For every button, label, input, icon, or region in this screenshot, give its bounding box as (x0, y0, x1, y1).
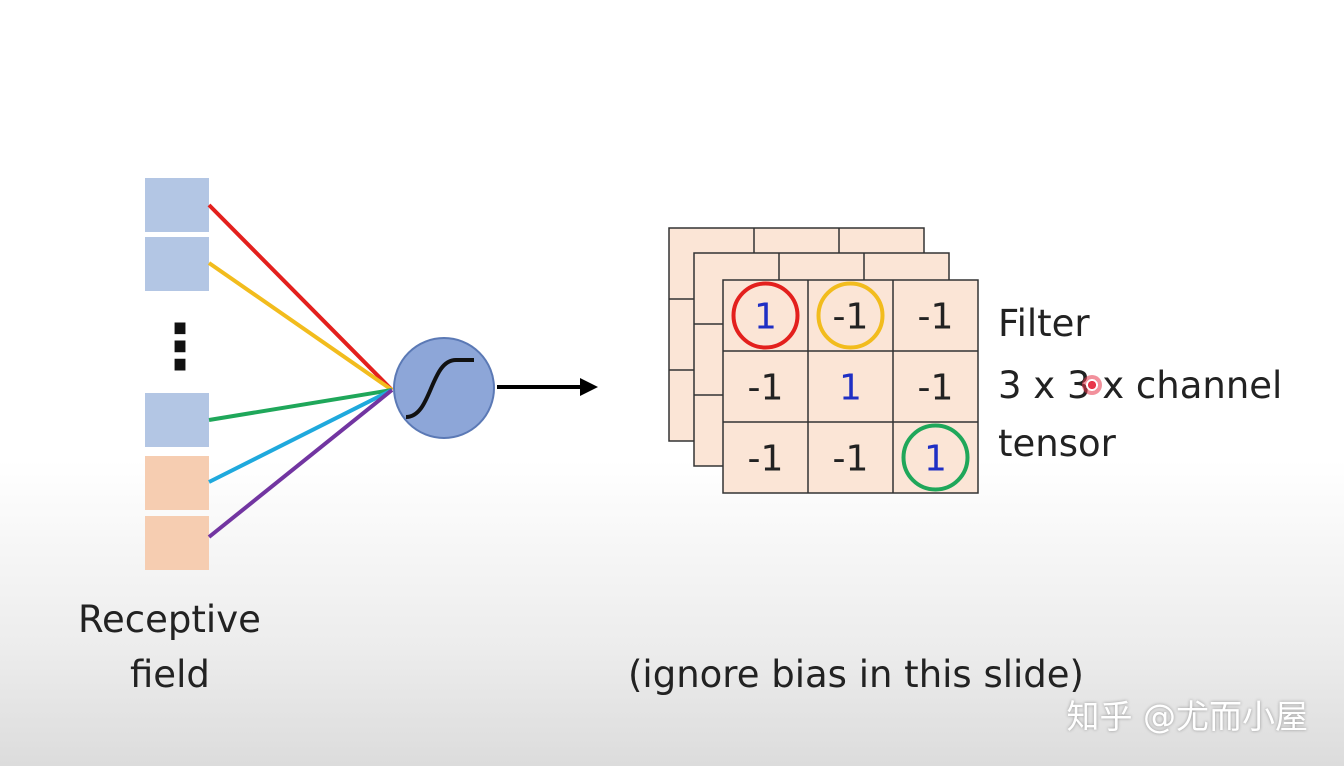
neuron-circle (393, 337, 495, 439)
highlight-circle-1 (731, 281, 800, 350)
filter-cell-r2-c2: 1 (924, 439, 947, 480)
connection-line-4 (208, 388, 393, 484)
bias-note: (ignore bias in this slide) (628, 653, 1084, 696)
filter-cell-r0-c0: 1 (754, 297, 777, 338)
pointer-cursor-icon (1082, 375, 1102, 395)
output-arrow-head (580, 378, 598, 396)
connection-line-3 (208, 388, 393, 422)
neuron-node (393, 337, 495, 439)
filter-cell-r2-c1: -1 (833, 439, 869, 480)
connection-line-5 (207, 388, 394, 539)
filter-channel-front: 1 -1 -1 -1 1 -1 -1 -1 1 (722, 279, 979, 494)
filter-label-line2: 3 x 3 x channel (998, 364, 1283, 407)
filter-label-line1: Filter (998, 302, 1090, 345)
connection-lines (207, 203, 394, 539)
rf-box-blue-1 (145, 178, 209, 232)
connection-line-2 (207, 261, 394, 392)
filter-cell-r0-c2: -1 (918, 297, 954, 338)
rf-box-peach-2 (145, 516, 209, 570)
sigmoid-icon (405, 358, 474, 419)
rf-box-blue-2 (145, 237, 209, 291)
filter-cell-r1-c1: 1 (839, 368, 862, 409)
highlight-circle-3 (901, 423, 970, 492)
filter-cell-r2-c0: -1 (748, 439, 784, 480)
receptive-field-ellipsis: ⋮ (149, 310, 211, 383)
filter-cell-r1-c0: -1 (748, 368, 784, 409)
receptive-field-boxes (145, 178, 209, 570)
rf-box-peach-1 (145, 456, 209, 510)
filter-cell-r0-c1: -1 (833, 297, 869, 338)
receptive-field-label-line2: field (130, 653, 210, 696)
receptive-field-label-line1: Receptive (78, 598, 261, 641)
filter-tensor-stack: 1 -1 -1 -1 1 -1 -1 -1 1 (668, 227, 979, 494)
filter-cell-r1-c2: -1 (918, 368, 954, 409)
rf-box-blue-3 (145, 393, 209, 447)
filter-label-line3: tensor (998, 422, 1116, 465)
highlight-circle-2 (816, 281, 885, 350)
connection-line-1 (207, 203, 394, 392)
watermark-text: 知乎 @尤而小屋 (1066, 697, 1309, 736)
